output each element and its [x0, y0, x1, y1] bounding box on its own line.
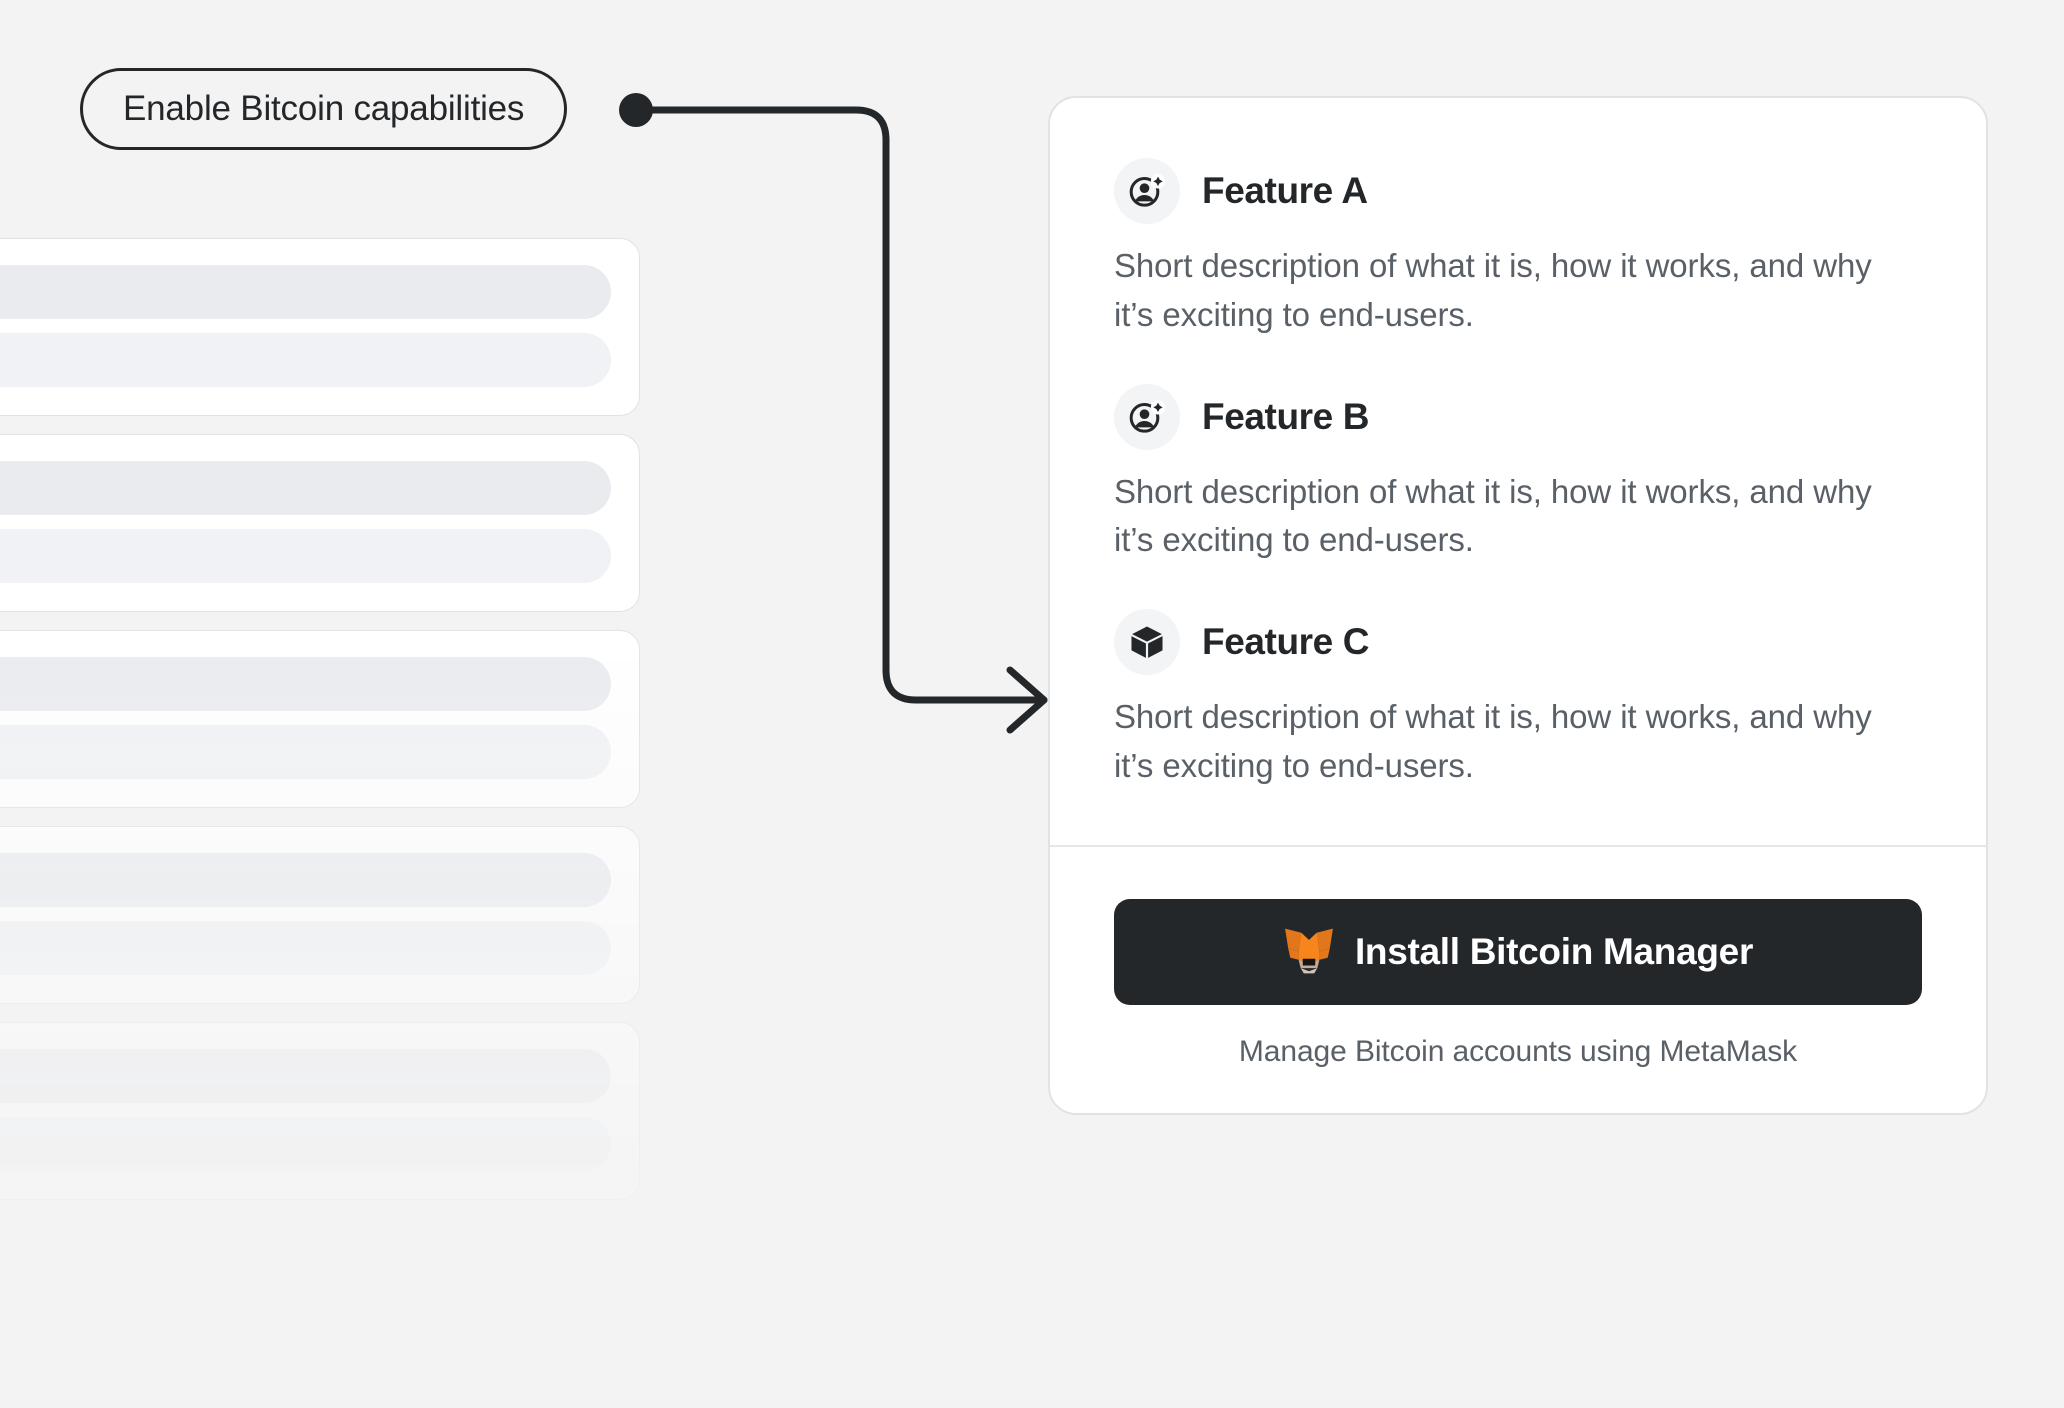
skeleton-bar-secondary: [0, 333, 611, 387]
feature-header: Feature A: [1114, 158, 1922, 224]
add-account-icon: [1114, 383, 1180, 450]
install-button-label: Install Bitcoin Manager: [1354, 930, 1754, 972]
skeleton-bar-primary: [0, 265, 611, 319]
skeleton-bar-secondary: [0, 529, 611, 583]
skeleton-card: [0, 826, 640, 1004]
skeleton-bar-secondary: [0, 921, 611, 975]
card-footer: Install Bitcoin Manager Manage Bitcoin a…: [1050, 847, 1986, 1113]
feature-title: Feature B: [1202, 395, 1370, 437]
feature-title: Feature C: [1202, 621, 1370, 663]
feature-description: Short description of what it is, how it …: [1114, 698, 1872, 785]
feature-block: Feature A Short description of what it i…: [1114, 158, 1922, 340]
feature-description: Short description of what it is, how it …: [1114, 472, 1872, 559]
skeleton-bar-primary: [0, 461, 611, 515]
feature-block: Feature C Short description of what it i…: [1114, 609, 1922, 791]
features-section: Feature A Short description of what it i…: [1050, 98, 1986, 845]
feature-description: Short description of what it is, how it …: [1114, 247, 1872, 333]
skeleton-bar-secondary: [0, 1117, 611, 1171]
metamask-fox-icon: [1283, 927, 1335, 977]
skeleton-card: [0, 630, 640, 808]
feature-header: Feature B: [1114, 383, 1922, 450]
skeleton-card: [0, 1022, 640, 1200]
add-account-icon: [1114, 158, 1180, 224]
skeleton-card: [0, 238, 640, 416]
callout-label-text: Enable Bitcoin capabilities: [123, 89, 525, 128]
footer-caption: Manage Bitcoin accounts using MetaMask: [1238, 1034, 1798, 1068]
skeleton-bar-primary: [0, 853, 611, 907]
skeleton-card: [0, 434, 640, 612]
feature-header: Feature C: [1114, 609, 1922, 676]
feature-block: Feature B Short description of what it i…: [1114, 383, 1922, 566]
background-skeleton-list: [0, 238, 640, 1408]
skeleton-bar-primary: [0, 657, 611, 711]
callout-label: Enable Bitcoin capabilities: [80, 68, 568, 150]
skeleton-bar-secondary: [0, 725, 611, 779]
cube-icon: [1114, 609, 1180, 676]
skeleton-bar-primary: [0, 1049, 611, 1103]
connector-dot: [619, 93, 653, 127]
feature-title: Feature A: [1202, 170, 1368, 211]
card-divider: [1050, 844, 1986, 847]
bitcoin-capabilities-card: Feature A Short description of what it i…: [1048, 96, 1988, 1115]
install-bitcoin-manager-button[interactable]: Install Bitcoin Manager: [1114, 898, 1922, 1005]
